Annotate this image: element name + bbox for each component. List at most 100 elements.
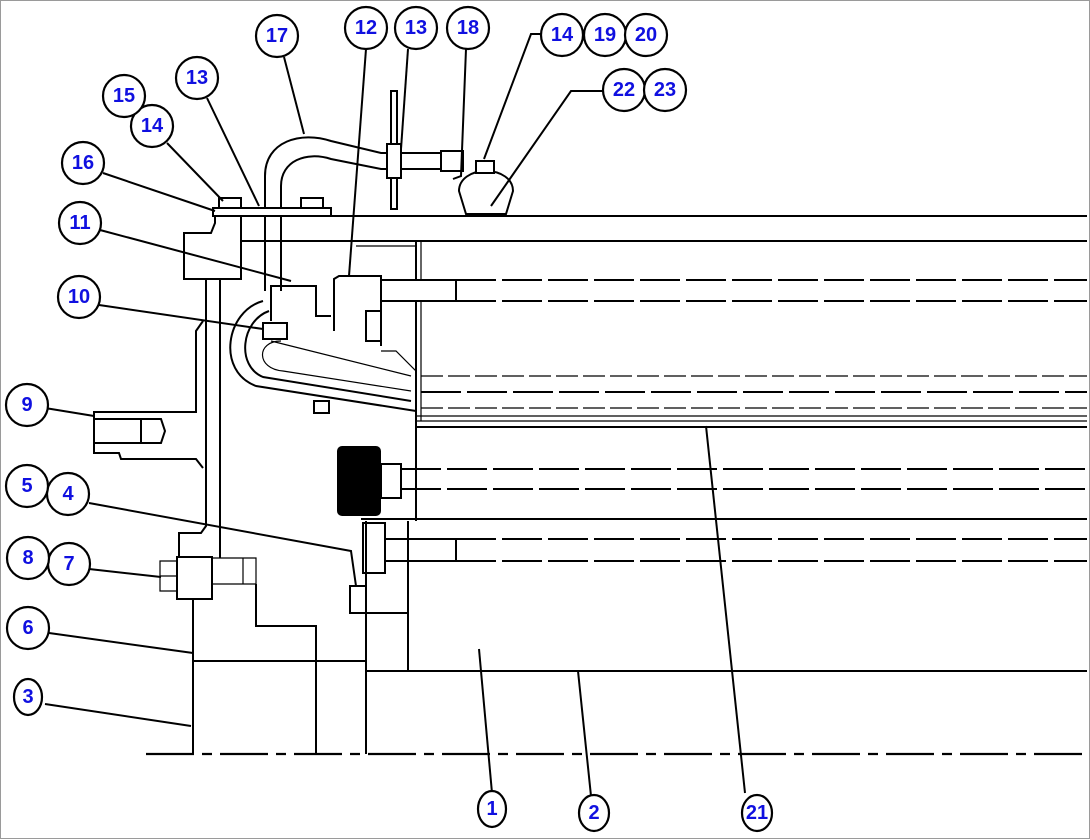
callout-21[interactable]: 21 <box>740 793 774 833</box>
callout-5[interactable]: 5 <box>4 463 50 509</box>
mount-nut <box>380 463 402 499</box>
callout-2[interactable]: 2 <box>577 793 611 833</box>
callout-label: 17 <box>266 25 288 47</box>
vent-pipe-outer <box>264 136 441 291</box>
callout-1[interactable]: 1 <box>476 789 508 829</box>
callout-label: 20 <box>635 24 657 46</box>
block-step <box>193 660 317 754</box>
leader-17 <box>283 56 305 135</box>
nut-4 <box>362 522 386 574</box>
pipe-coupling <box>440 150 464 172</box>
tube-bend-mid <box>244 310 412 402</box>
callout-12[interactable]: 12 <box>343 5 389 51</box>
boss-outline <box>93 320 204 469</box>
leader-14-right <box>483 33 541 160</box>
callout-13-top[interactable]: 13 <box>393 5 439 51</box>
callout-15[interactable]: 15 <box>101 73 147 119</box>
callout-label: 10 <box>68 286 90 308</box>
callout-label: 2 <box>588 802 599 824</box>
callout-label: 8 <box>22 547 33 569</box>
plug-tip <box>141 418 167 444</box>
callout-13-left[interactable]: 13 <box>174 55 220 101</box>
leader-22 <box>490 90 603 207</box>
tube-bend-outer <box>229 300 417 412</box>
tube-fitting <box>262 322 288 340</box>
block-mid <box>316 660 367 754</box>
leader-18 <box>452 48 467 180</box>
clamp-nut <box>365 310 382 342</box>
top-flange <box>212 207 332 217</box>
callout-label: 16 <box>72 152 94 174</box>
vent-pipe-inner <box>280 155 441 291</box>
callout-label: 1 <box>486 798 497 820</box>
callout-label: 13 <box>405 17 427 39</box>
callout-3[interactable]: 3 <box>12 677 44 717</box>
callout-10[interactable]: 10 <box>56 274 102 320</box>
spacer <box>349 585 367 614</box>
callout-label: 12 <box>355 17 377 39</box>
callout-label: 11 <box>69 212 90 234</box>
housing-left-wall <box>178 279 207 571</box>
leader-6 <box>48 632 194 654</box>
tube-bend-inner-top <box>270 340 412 377</box>
callout-label: 13 <box>186 67 208 89</box>
callout-label: 14 <box>551 24 574 46</box>
callout-label: 19 <box>594 24 616 46</box>
drawing-lines <box>93 90 1087 756</box>
callout-label: 9 <box>21 394 32 416</box>
callout-18[interactable]: 18 <box>445 5 491 51</box>
stud <box>380 279 457 302</box>
callout-4[interactable]: 4 <box>45 471 91 517</box>
callout-label: 6 <box>22 617 33 639</box>
fitting-11 <box>270 285 331 321</box>
callout-label: 15 <box>113 85 135 107</box>
leader-lines <box>44 33 746 797</box>
leader-13-top <box>400 48 409 150</box>
bolt-head-left <box>218 197 242 209</box>
bolt-shank <box>212 557 257 585</box>
leader-3 <box>44 703 192 727</box>
leader-1 <box>478 648 493 794</box>
cap-bolt <box>475 160 495 174</box>
callout-label: 21 <box>746 802 768 824</box>
callout-22[interactable]: 22 <box>601 67 647 113</box>
leader-7 <box>88 568 162 578</box>
bolt-head-right <box>300 197 324 209</box>
leader-10 <box>98 304 264 330</box>
callout-7[interactable]: 7 <box>46 541 92 587</box>
leader-11 <box>99 229 292 282</box>
callout-23[interactable]: 23 <box>642 67 688 113</box>
tube-bend-inner <box>262 340 412 392</box>
bolt-housing <box>176 556 213 600</box>
callout-label: 23 <box>654 79 676 101</box>
callout-label: 4 <box>62 483 74 505</box>
plug-body <box>93 418 142 444</box>
callouts: 1 2 3 4 5 6 7 8 9 10 11 12 13 13 14 14 1… <box>4 5 774 833</box>
callout-label: 7 <box>63 553 74 575</box>
callout-label: 5 <box>21 475 32 497</box>
clip-block <box>386 143 402 179</box>
housing-upper <box>183 214 242 280</box>
leader-13-left <box>206 97 260 207</box>
leader-21 <box>705 425 746 794</box>
callout-16[interactable]: 16 <box>60 140 106 186</box>
leader-14-left <box>166 142 224 202</box>
callout-11[interactable]: 11 <box>57 200 103 246</box>
callout-14-left[interactable]: 14 <box>129 103 175 149</box>
rubber-mount <box>337 446 381 516</box>
callout-label: 22 <box>613 79 635 101</box>
callout-14-right[interactable]: 14 <box>539 12 585 58</box>
bracket-frame <box>356 245 417 373</box>
callout-20[interactable]: 20 <box>623 12 669 58</box>
breather-cap <box>457 169 515 215</box>
leader-16 <box>102 172 216 212</box>
callout-6[interactable]: 6 <box>5 605 51 651</box>
callout-8[interactable]: 8 <box>5 535 51 581</box>
callout-17[interactable]: 17 <box>254 13 300 59</box>
callout-19[interactable]: 19 <box>582 12 628 58</box>
callout-label: 18 <box>457 17 479 39</box>
leader-12 <box>348 48 367 277</box>
callout-9[interactable]: 9 <box>4 382 50 428</box>
